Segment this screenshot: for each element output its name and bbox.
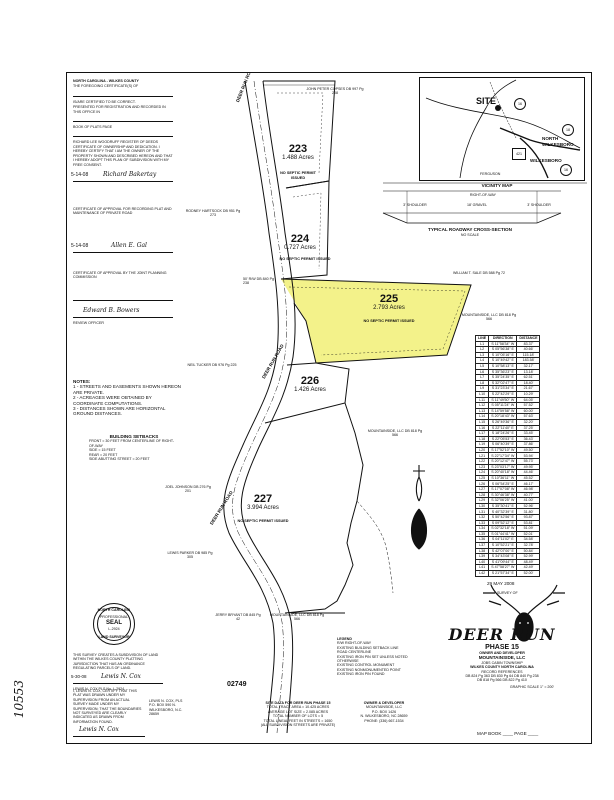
lot-224: 224 0.727 Acres xyxy=(284,233,316,251)
survey-date: 29 MAY 2008 xyxy=(487,581,515,586)
title-block: DEER RUN PHASE 15 OWNER AND DEVELOPER MO… xyxy=(417,625,587,683)
owner-mountainside-bottom: MOUNTAINSIDE, LLC DB 818 Pg 566 xyxy=(269,613,325,622)
owner-jerry: JERRY BRYANT DB 845 Pg 42 xyxy=(215,613,261,622)
plat-sheet: NORTH CAROLINA - WILKES COUNTY THE FOREG… xyxy=(66,72,592,744)
notes: NOTES: 1 - STREETS AND EASEMENTS SHOWN H… xyxy=(73,379,181,417)
vicinity-map: SITE NORTH WILKESBORO WILKESBORO FERGUSO… xyxy=(419,77,585,181)
surveyor-seal: NORTH CAROLINA PROFESSIONAL SEAL L-2924 … xyxy=(93,603,135,645)
surveyor-firm: LEWIS N. COX, PLS P.O. BOX 590 N. WILKES… xyxy=(149,699,183,717)
lot-225: 225 2.793 Acres NO SEPTIC PERMIT ISSUED xyxy=(363,293,415,323)
lot-226: 226 1.426 Acres xyxy=(294,375,326,393)
planning-certificate: CERTIFICATE OF APPROVAL BY THE JOINT PLA… xyxy=(73,271,173,326)
project-title: DEER RUN xyxy=(448,625,556,644)
cross-section-parts: 3' SHOULDER 18' GRAVEL 3' SHOULDER xyxy=(403,203,551,207)
route-18-shield: 18 xyxy=(562,124,574,136)
owner-william: WILLIAM T. SALE DB 588 Pg 72 xyxy=(452,271,506,275)
owner-signature: Richard Bakertay xyxy=(103,171,157,179)
lot-225-highlight xyxy=(281,279,471,363)
owner-joel: JOEL JOHNSON DB 276 Pg 201 xyxy=(165,485,211,494)
register-certificate: NORTH CAROLINA - WILKES COUNTY THE FOREG… xyxy=(73,79,173,146)
job-number: 02749 xyxy=(227,681,247,688)
graphic-scale: GRAPHIC SCALE 1" = 200' xyxy=(509,685,555,689)
surveyor-signature-2: Lewis N. Cox xyxy=(79,726,119,734)
legend: LEGEND R/W RIGHT-OF-WAY EXISTING BUILDIN… xyxy=(337,637,408,677)
side-number: 10553 xyxy=(12,680,26,719)
owner-neil: NEIL TUCKER DB 976 Pg 225 xyxy=(187,363,237,367)
owner-lewis-parker: LEWIS PARKER DB 985 Pg 305 xyxy=(167,551,213,560)
plat-drawing xyxy=(223,80,587,734)
owner-john-peter: JOHN PETER COPSES DB 997 Pg 208 xyxy=(306,87,364,96)
survey-certificate: THIS SURVEY CREATES A SUBDIVISION OF LAN… xyxy=(71,653,163,691)
vicinity-roads xyxy=(425,79,581,179)
review-officer-signature: Edward B. Bowers xyxy=(83,306,140,314)
road-row-label: 50' R/W DB 840 Pg 238 xyxy=(243,277,275,286)
cross-section-title: TYPICAL ROADWAY CROSS-SECTION xyxy=(428,227,512,232)
county-header: NORTH CAROLINA - WILKES COUNTY xyxy=(73,79,139,83)
lot-224-note: NO SEPTIC PERMIT ISSUED xyxy=(279,257,331,261)
route-16b-shield: 16 xyxy=(560,164,572,176)
vicinity-site: SITE xyxy=(476,96,497,106)
lot-227: 227 3.994 Acres NO SEPTIC PERMIT ISSUED xyxy=(237,493,289,523)
survey-of: SURVEY OF xyxy=(497,591,518,595)
owner-mountainside-mid: MOUNTAINSIDE, LLC DB 818 Pg 566 xyxy=(367,429,423,438)
surveyor-signature: Lewis N. Cox xyxy=(101,672,141,680)
road-signature: Allen E. Gal xyxy=(111,241,147,249)
route-16-shield: 16 xyxy=(514,98,526,110)
route-421-shield: 421 xyxy=(512,148,526,160)
surveyor-certificate-2: I, LEWIS N. COX, CERTIFY THAT THIS PLAT … xyxy=(73,689,145,740)
vicinity-title: VICINITY MAP xyxy=(481,183,513,188)
owner-mountainside-top: MOUNTAINSIDE, LLC DB 818 Pg 566 xyxy=(461,313,517,322)
map-book: MAP BOOK ____ PAGE ____ xyxy=(477,731,539,736)
building-setbacks: BUILDING SETBACKS FRONT = 30 FEET FROM C… xyxy=(89,434,175,462)
road-certificate: CERTIFICATE OF APPROVAL FOR RECORDING PL… xyxy=(71,207,173,256)
ownership-certificate: CERTIFICATE OF OWNERSHIP AND DEDICATION.… xyxy=(71,145,173,185)
site-data: SITE DATA FOR DEER RUN PHASE 15 TOTAL TR… xyxy=(260,701,336,728)
lot-223: 223 1.488 Acres NO SEPTIC PERMIT ISSUED xyxy=(280,143,316,180)
owner-rodney: RODNEY HARTSOCK DB 951 Pg 273 xyxy=(185,209,241,218)
owner-block: OWNER & DEVELOPER MOUNTAINSIDE, LLC P.O.… xyxy=(360,701,408,723)
